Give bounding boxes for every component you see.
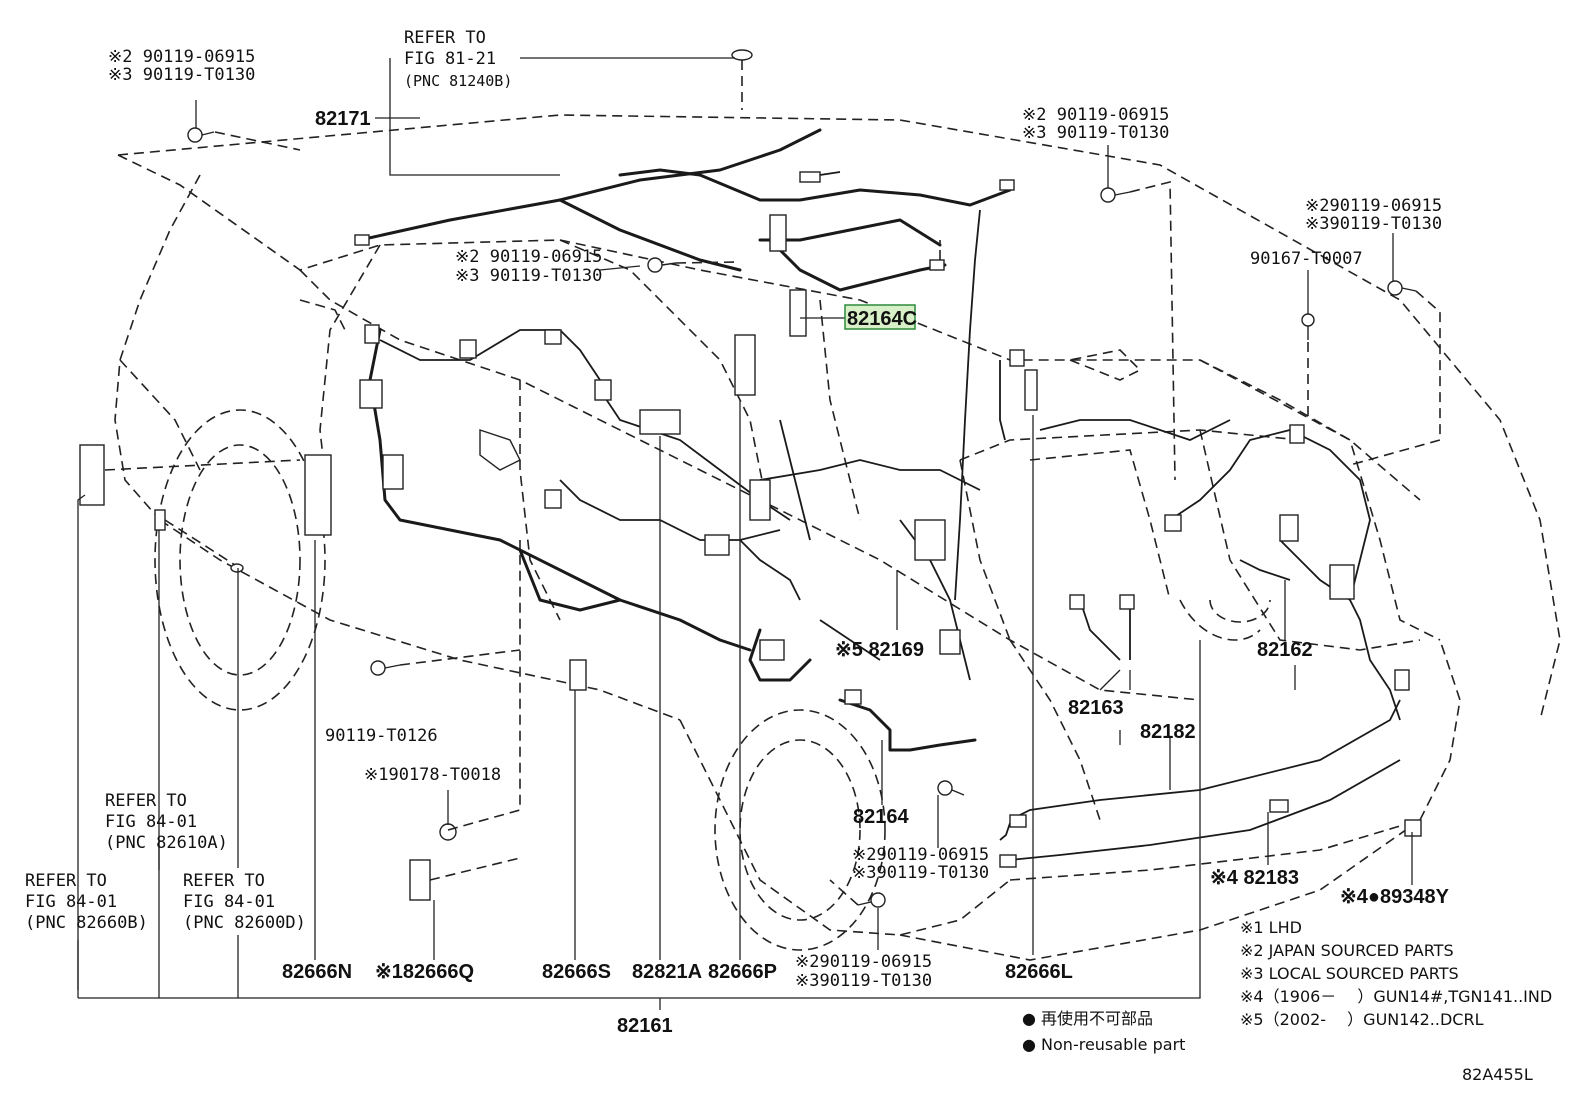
part-82821A-label: 82821A xyxy=(632,961,702,983)
part-82164C-label[interactable]: 82164C xyxy=(847,308,917,330)
legend: ※1 LHD ※2 JAPAN SOURCED PARTS ※3 LOCAL S… xyxy=(1240,918,1552,1029)
part-82169-label: ※5 82169 xyxy=(835,639,924,661)
part-82171-label: 82171 xyxy=(315,108,371,130)
bolt-lower-mid-line2: ※390119-T0130 xyxy=(852,863,989,883)
part-82666S-label: 82666S xyxy=(542,961,611,983)
bolt-top-right-line2: ※3 90119-T0130 xyxy=(1022,123,1169,143)
refer-fig-81-21-line1: REFER TO xyxy=(404,28,486,48)
highlighted-part-box xyxy=(844,304,916,330)
bolt-top-right-line1: ※2 90119-06915 xyxy=(1022,105,1169,125)
bolt-icon xyxy=(1387,280,1417,296)
vehicle-body-outline xyxy=(114,114,1561,961)
reference-lines xyxy=(104,60,1441,906)
bolt-lower-mid-line1: ※290119-06915 xyxy=(852,845,989,865)
door-harness-82163 xyxy=(1079,599,1131,661)
note-jp: ● 再使用不可部品 xyxy=(1022,1009,1153,1028)
bolt-tl-line2: ※3 90119-T0130 xyxy=(108,65,255,85)
part-89348Y-label: ※4●89348Y xyxy=(1340,886,1450,908)
legend-item-3: ※3 LOCAL SOURCED PARTS xyxy=(1240,964,1459,983)
part-82164-label: 82164 xyxy=(853,806,909,828)
part-82162-label: 82162 xyxy=(1257,639,1313,661)
bolt-icon xyxy=(187,127,215,143)
refer-fig-84-01-b-line1: REFER TO xyxy=(25,871,107,891)
part-labels: REFER TO FIG 81-21 (PNC 81240B) ※2 90119… xyxy=(25,28,1450,1037)
refer-fig-84-01-c-line1: REFER TO xyxy=(183,871,265,891)
refer-fig-84-01-c-line3: (PNC 82600D) xyxy=(183,913,306,933)
bolt-mid-line1: ※2 90119-06915 xyxy=(455,247,602,267)
leader-lines xyxy=(77,57,1413,1010)
refer-fig-84-01-a-line2: FIG 84-01 xyxy=(105,812,197,832)
refer-fig-84-01-b-line2: FIG 84-01 xyxy=(25,892,117,912)
non-reusable-notes: ● 再使用不可部品 ● Non-reusable part xyxy=(1022,1009,1185,1054)
part-82182-label: 82182 xyxy=(1140,721,1196,743)
part-82163-label: 82163 xyxy=(1068,697,1124,719)
part-90167-label: 90167-T0007 xyxy=(1250,249,1363,269)
part-90178-label: ※190178-T0018 xyxy=(364,765,501,785)
bolt-far-right-line2: ※390119-T0130 xyxy=(1305,214,1442,234)
bolt-icon xyxy=(857,892,886,908)
note-en: ● Non-reusable part xyxy=(1022,1035,1185,1054)
bolt-tl-line1: ※2 90119-06915 xyxy=(108,47,255,67)
refer-fig-84-01-c-line2: FIG 84-01 xyxy=(183,892,275,912)
refer-fig-81-21-line2: FIG 81-21 xyxy=(404,49,496,69)
diagram-code: 82A455L xyxy=(1462,1065,1533,1084)
bolt-icon xyxy=(647,257,677,273)
harness-82164 xyxy=(748,619,977,752)
part-82666P-label: 82666P xyxy=(708,961,777,983)
part-82161-label: 82161 xyxy=(617,1015,673,1037)
refer-fig-81-21-line3: (PNC 81240B) xyxy=(404,72,512,90)
clip-icon xyxy=(1301,313,1315,340)
bolt-mid-line2: ※3 90119-T0130 xyxy=(455,266,602,286)
part-82666L-label: 82666L xyxy=(1005,961,1073,983)
legend-item-5: ※5（2002- ）GUN142..DCRL xyxy=(1240,1010,1484,1029)
refer-fig-84-01-a-line3: (PNC 82610A) xyxy=(105,833,228,853)
bolt-icon xyxy=(370,660,401,676)
part-82183-label: ※4 82183 xyxy=(1210,867,1299,889)
bolt-icon xyxy=(937,780,965,796)
part-82666Q-label: ※182666Q xyxy=(375,961,474,983)
bolt-far-right-line1: ※290119-06915 xyxy=(1305,196,1442,216)
bolt-bottom-line2: ※390119-T0130 xyxy=(795,971,932,991)
legend-item-2: ※2 JAPAN SOURCED PARTS xyxy=(1240,941,1454,960)
legend-item-4: ※4（1906－ ）GUN14#,TGN141..IND xyxy=(1240,987,1552,1006)
refer-fig-84-01-a-line1: REFER TO xyxy=(105,791,187,811)
bolt-bottom-line1: ※290119-06915 xyxy=(795,952,932,972)
bolt-icon xyxy=(1100,187,1131,203)
legend-item-1: ※1 LHD xyxy=(1240,918,1302,937)
part-90119-T0126-label: 90119-T0126 xyxy=(325,726,438,746)
rear-harness-82162 xyxy=(1039,419,1401,721)
part-82666N-label: 82666N xyxy=(282,961,352,983)
refer-fig-84-01-b-line3: (PNC 82660B) xyxy=(25,913,148,933)
